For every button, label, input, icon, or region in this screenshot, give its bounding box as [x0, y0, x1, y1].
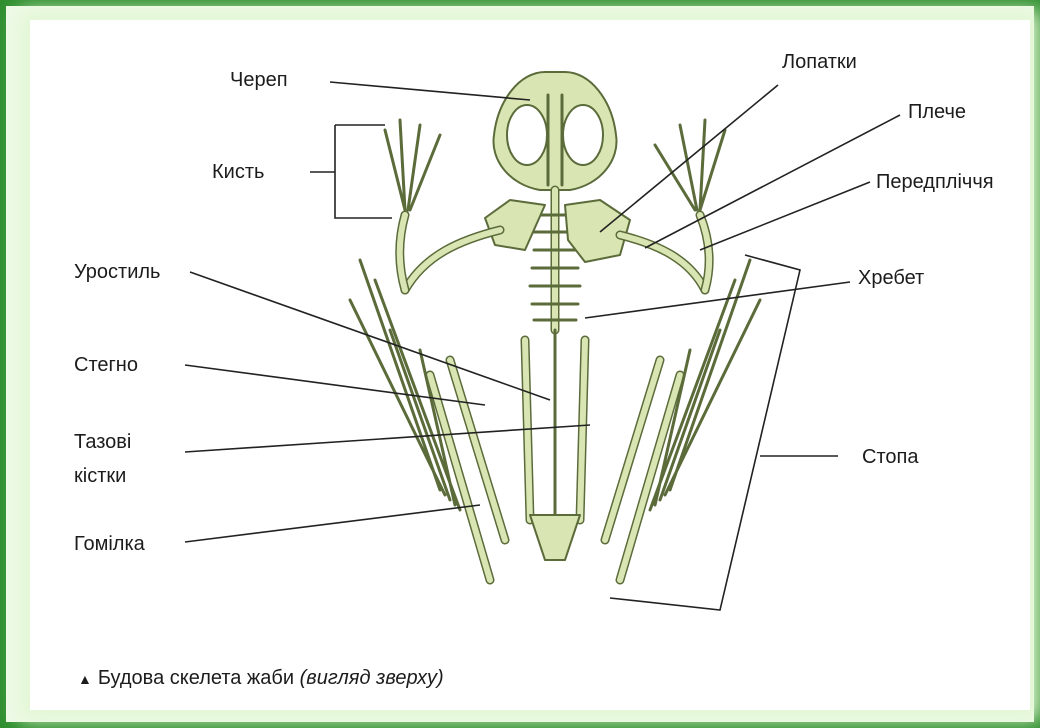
left-arm-bones	[385, 120, 500, 290]
left-leg-bones	[350, 260, 505, 580]
figure-caption: ▲ Будова скелета жаби (вигляд зверху)	[78, 667, 444, 690]
label-foot: Стопа	[862, 445, 918, 469]
right-arm-bones	[620, 120, 725, 290]
label-pelvis-line1: Тазові	[74, 430, 131, 454]
label-forearm: Передпліччя	[876, 170, 994, 194]
right-leg-bones	[605, 260, 760, 580]
caption-marker-icon: ▲	[78, 671, 92, 687]
label-pelvis-line2: кістки	[74, 464, 126, 488]
label-spine: Хребет	[858, 266, 924, 290]
label-shoulder: Плече	[908, 100, 966, 124]
label-shin: Гомілка	[74, 532, 145, 556]
label-urostyle: Уростиль	[74, 260, 160, 284]
caption-text: Будова скелета жаби	[98, 667, 294, 689]
label-skull: Череп	[230, 68, 288, 92]
skull-bones	[493, 72, 616, 190]
label-hand: Кисть	[212, 160, 264, 184]
label-thigh: Стегно	[74, 353, 138, 377]
pelvis-bones	[525, 330, 585, 560]
caption-italic: (вигляд зверху)	[300, 667, 444, 689]
label-scapula: Лопатки	[782, 50, 857, 74]
